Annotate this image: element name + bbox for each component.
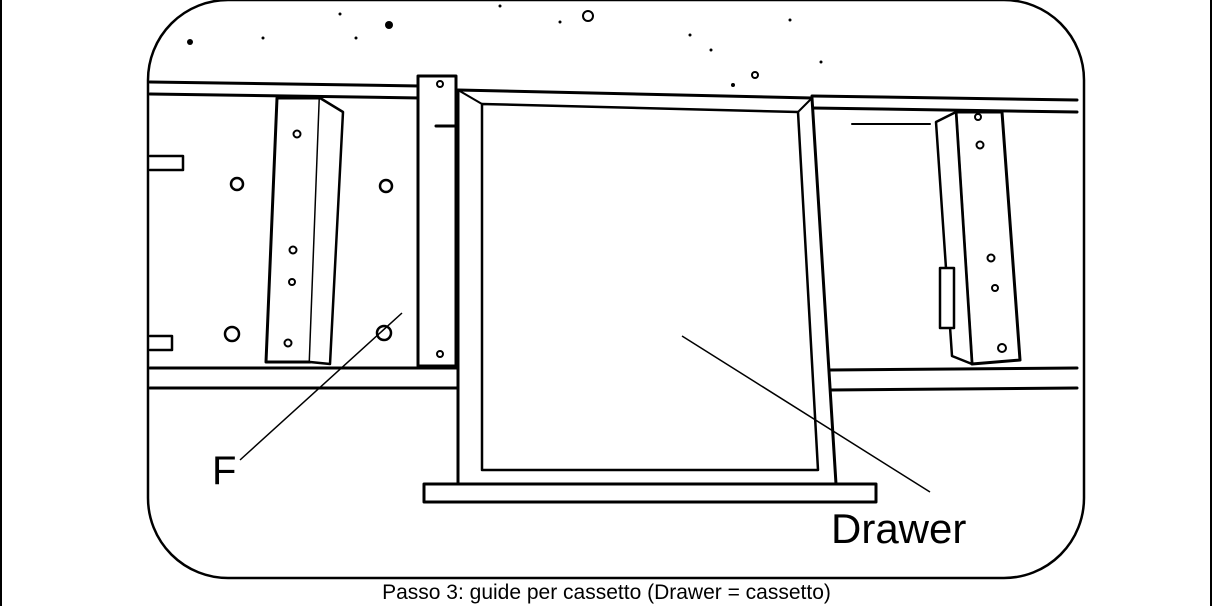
leader-line-f [239, 312, 403, 461]
dowel [148, 334, 174, 352]
drawer-corner-left [457, 89, 483, 105]
panel-hole [378, 178, 394, 194]
label-f: F [212, 449, 236, 493]
figure-caption: Passo 3: guide per cassetto (Drawer = ca… [382, 581, 831, 604]
bracket-screw [986, 253, 996, 263]
page-border-left [0, 0, 2, 606]
label-drawer: Drawer [831, 505, 966, 552]
bracket-screw [288, 278, 296, 286]
drawer-inner-frame [480, 102, 820, 472]
bracket-screw [997, 343, 1007, 353]
right-runner-clip [938, 266, 956, 330]
panel-hole [223, 325, 241, 343]
left-runner-bracket-side [308, 96, 345, 366]
divider-screw [436, 80, 444, 88]
drawer-corner-right [797, 97, 813, 113]
wood-speckles [187, 4, 823, 87]
panel-hole [375, 324, 393, 342]
divider-screw [436, 350, 444, 358]
rail-bottom-left [148, 366, 460, 390]
panel-hole [229, 176, 245, 192]
bracket-screw [974, 113, 982, 121]
dowel [148, 154, 185, 172]
bracket-screw [283, 338, 293, 348]
drawer-front-base [422, 482, 878, 504]
rail-top-left [148, 80, 422, 100]
bracket-screw [288, 245, 298, 255]
bracket-screw [292, 129, 302, 139]
page-border-right [1210, 0, 1212, 606]
rail-bottom-right [828, 366, 1079, 392]
divider-panel-f [416, 74, 458, 368]
rail-top-right [810, 94, 1079, 114]
bracket-screw [991, 284, 999, 292]
leader-line-drawer [681, 335, 931, 493]
bracket-screw [975, 140, 985, 150]
